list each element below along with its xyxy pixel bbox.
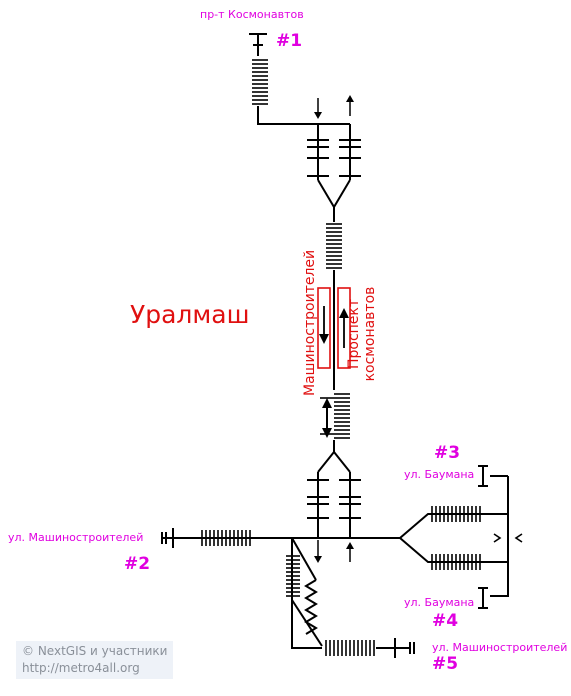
south-arrowheads <box>314 542 354 563</box>
exit-5-turnstile <box>394 638 415 658</box>
exit-1-number: #1 <box>276 31 303 51</box>
platform-right-label-line1: Проспект <box>346 298 362 370</box>
exit-3-stairs <box>431 506 481 522</box>
north-passage <box>257 106 350 125</box>
exit-1-turnstile <box>249 33 267 56</box>
south-arrow-up-head <box>322 398 332 408</box>
south-turnstiles <box>307 479 361 519</box>
north-direction-arrows <box>317 98 351 116</box>
platform-right-arrowhead <box>339 308 349 318</box>
south-merge <box>317 450 351 473</box>
platform-left-box <box>317 287 331 369</box>
east-fork-lower <box>399 537 508 563</box>
north-merge <box>317 179 351 209</box>
exit-2-number: #2 <box>124 554 151 574</box>
credits-line1: © NextGIS и участники <box>22 644 168 658</box>
south-arrow-down-head <box>322 428 332 438</box>
platform-right-label: Проспект космонавтов <box>346 264 378 404</box>
southwest-passage <box>291 538 322 649</box>
exit-1-stairs <box>252 59 268 105</box>
exit-3-number: #3 <box>434 443 461 463</box>
ramp-stairs <box>286 555 300 597</box>
ramp-link <box>291 537 317 581</box>
exit-4-street: ул. Баумана <box>404 596 475 609</box>
exit-2-stairs <box>201 530 251 546</box>
east-fork <box>399 513 509 597</box>
platform-left-label: Машиностроителей <box>302 249 318 396</box>
credits-line2: http://metro4all.org <box>22 661 140 675</box>
credits: © NextGIS и участники http://metro4all.o… <box>16 641 174 679</box>
exit-5-number: #5 <box>432 654 459 674</box>
exit-4-turnstile <box>478 587 488 609</box>
platform-right-box <box>337 287 351 369</box>
exit-3-turnstile <box>478 465 488 487</box>
station-name: Уралмаш <box>130 300 250 329</box>
exit-4-stairs <box>431 554 481 570</box>
north-turnstiles <box>307 139 361 177</box>
south-direction-arrows <box>317 540 351 562</box>
platform-right-label-line2: космонавтов <box>362 286 378 382</box>
exit-2-turnstile <box>161 528 180 548</box>
east-chevrons <box>493 533 523 543</box>
exit-5-street: ул. Машиностроителей <box>432 641 568 654</box>
exit-1-street: пр-т Космонавтов <box>200 8 304 21</box>
exit-3-street: ул. Баумана <box>404 468 475 481</box>
exit-2-street: ул. Машиностроителей <box>8 531 144 544</box>
platform-left-arrowhead <box>319 334 329 344</box>
exit-5-stairs <box>325 640 375 656</box>
ramp-zigzag <box>304 579 318 635</box>
north-escalator <box>326 223 342 269</box>
south-escalator <box>320 393 350 439</box>
exit-4-number: #4 <box>432 611 459 631</box>
north-arrowheads <box>314 95 354 119</box>
